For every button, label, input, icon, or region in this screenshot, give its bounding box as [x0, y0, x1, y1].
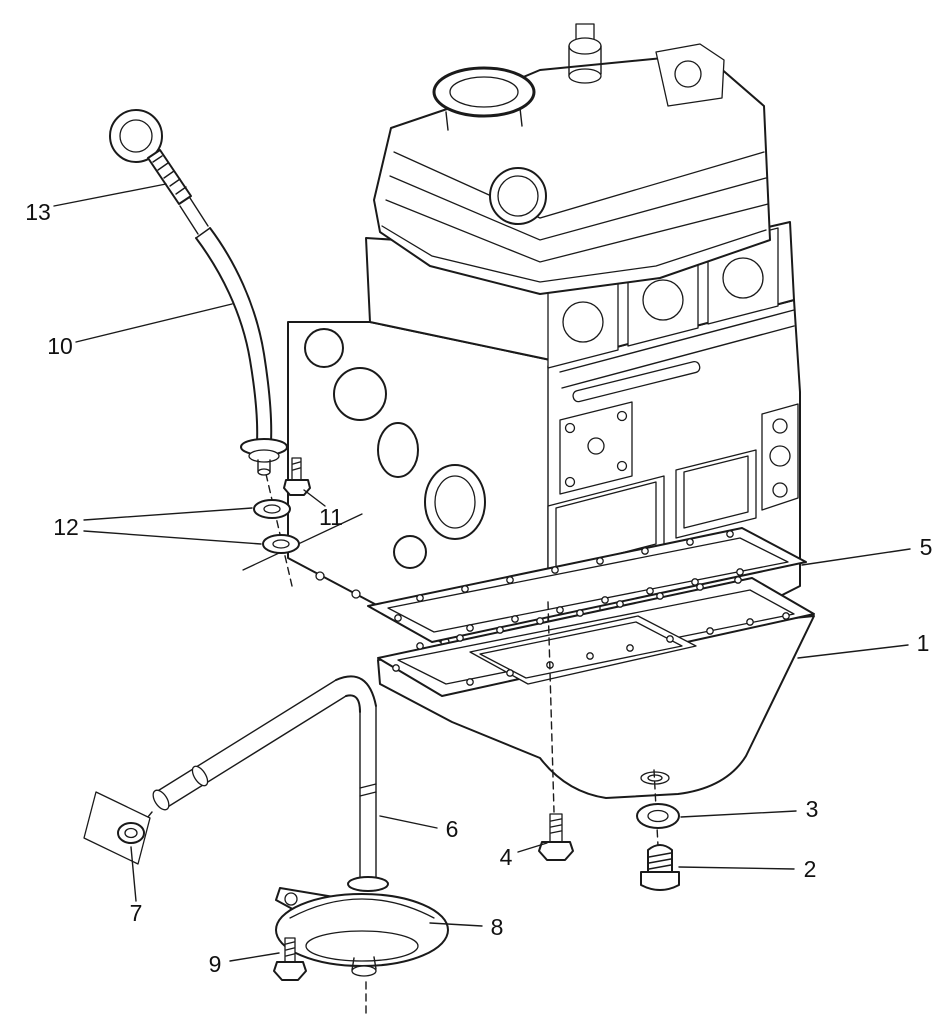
- drain-plug: [640, 844, 680, 891]
- callout-label-1: 1: [917, 630, 930, 656]
- exhaust-port: [562, 301, 604, 343]
- strainer-bolt: [273, 937, 307, 981]
- oil-pan: [377, 576, 815, 799]
- oil-pan-gasket: [367, 527, 807, 643]
- callout-label-11: 11: [319, 504, 343, 530]
- oil-filler-cap: [432, 66, 536, 131]
- leader-line-10: [75, 303, 233, 343]
- leader-line-4: [517, 842, 548, 853]
- callout-label-6: 6: [446, 816, 459, 842]
- leader-line-5: [801, 548, 911, 566]
- callout-label-8: 8: [491, 914, 504, 940]
- drain-plug-washer: [636, 803, 680, 829]
- tube-flange-bolt: [283, 457, 311, 496]
- callout-label-4: 4: [500, 844, 513, 870]
- tube-seal-washers: [253, 499, 300, 554]
- vent-cap: [568, 23, 602, 84]
- dipstick: [109, 109, 209, 235]
- oil-pickup-assembly: [83, 675, 449, 981]
- callout-label-3: 3: [806, 796, 819, 822]
- callout-label-10: 10: [47, 333, 73, 359]
- leader-line-9: [229, 952, 280, 962]
- dipstick-grip: [147, 149, 192, 205]
- leader-line-8: [429, 922, 483, 927]
- callout-label-7: 7: [130, 900, 143, 926]
- leader-line-3: [680, 810, 797, 818]
- core-hole: [333, 367, 387, 421]
- callout-label-9: 9: [209, 951, 222, 977]
- hose-end-washer: [117, 822, 145, 844]
- leader-line-1: [797, 644, 909, 659]
- oil-strainer: [275, 876, 449, 977]
- core-hole: [393, 535, 427, 569]
- leader-line-11: [303, 489, 326, 507]
- pickup-tube: [152, 675, 377, 881]
- pickup-plate: [83, 791, 151, 865]
- callout-label-12: 12: [53, 514, 79, 540]
- callout-label-2: 2: [804, 856, 817, 882]
- leader-line-12a: [83, 507, 253, 521]
- pan-bolt: [538, 813, 574, 861]
- side-rail: [572, 360, 701, 403]
- tube-end: [152, 789, 170, 811]
- core-hole: [434, 475, 476, 529]
- core-hole: [304, 328, 344, 368]
- leader-line-6: [379, 815, 438, 829]
- core-hole: [377, 422, 419, 478]
- leader-line-2: [678, 866, 795, 870]
- gasket-bolt-holes: [394, 530, 744, 632]
- leader-line-12b: [83, 530, 262, 545]
- exhaust-port: [722, 257, 764, 299]
- callout-label-13: 13: [25, 199, 51, 225]
- dipstick-tube: [195, 227, 288, 476]
- leader-line-13: [53, 183, 167, 207]
- leader-lines: [53, 183, 911, 962]
- leader-line-7: [130, 846, 137, 902]
- pan-bolt-holes: [392, 576, 790, 686]
- hose-coupling: [191, 765, 209, 787]
- valve-cover: [373, 23, 771, 295]
- callout-labels: 1 2 3 4 5 6 7 8 9 10 11 12 13: [25, 199, 932, 977]
- dipstick-assembly: [109, 109, 311, 554]
- callout-label-5: 5: [920, 534, 933, 560]
- exhaust-port: [642, 279, 684, 321]
